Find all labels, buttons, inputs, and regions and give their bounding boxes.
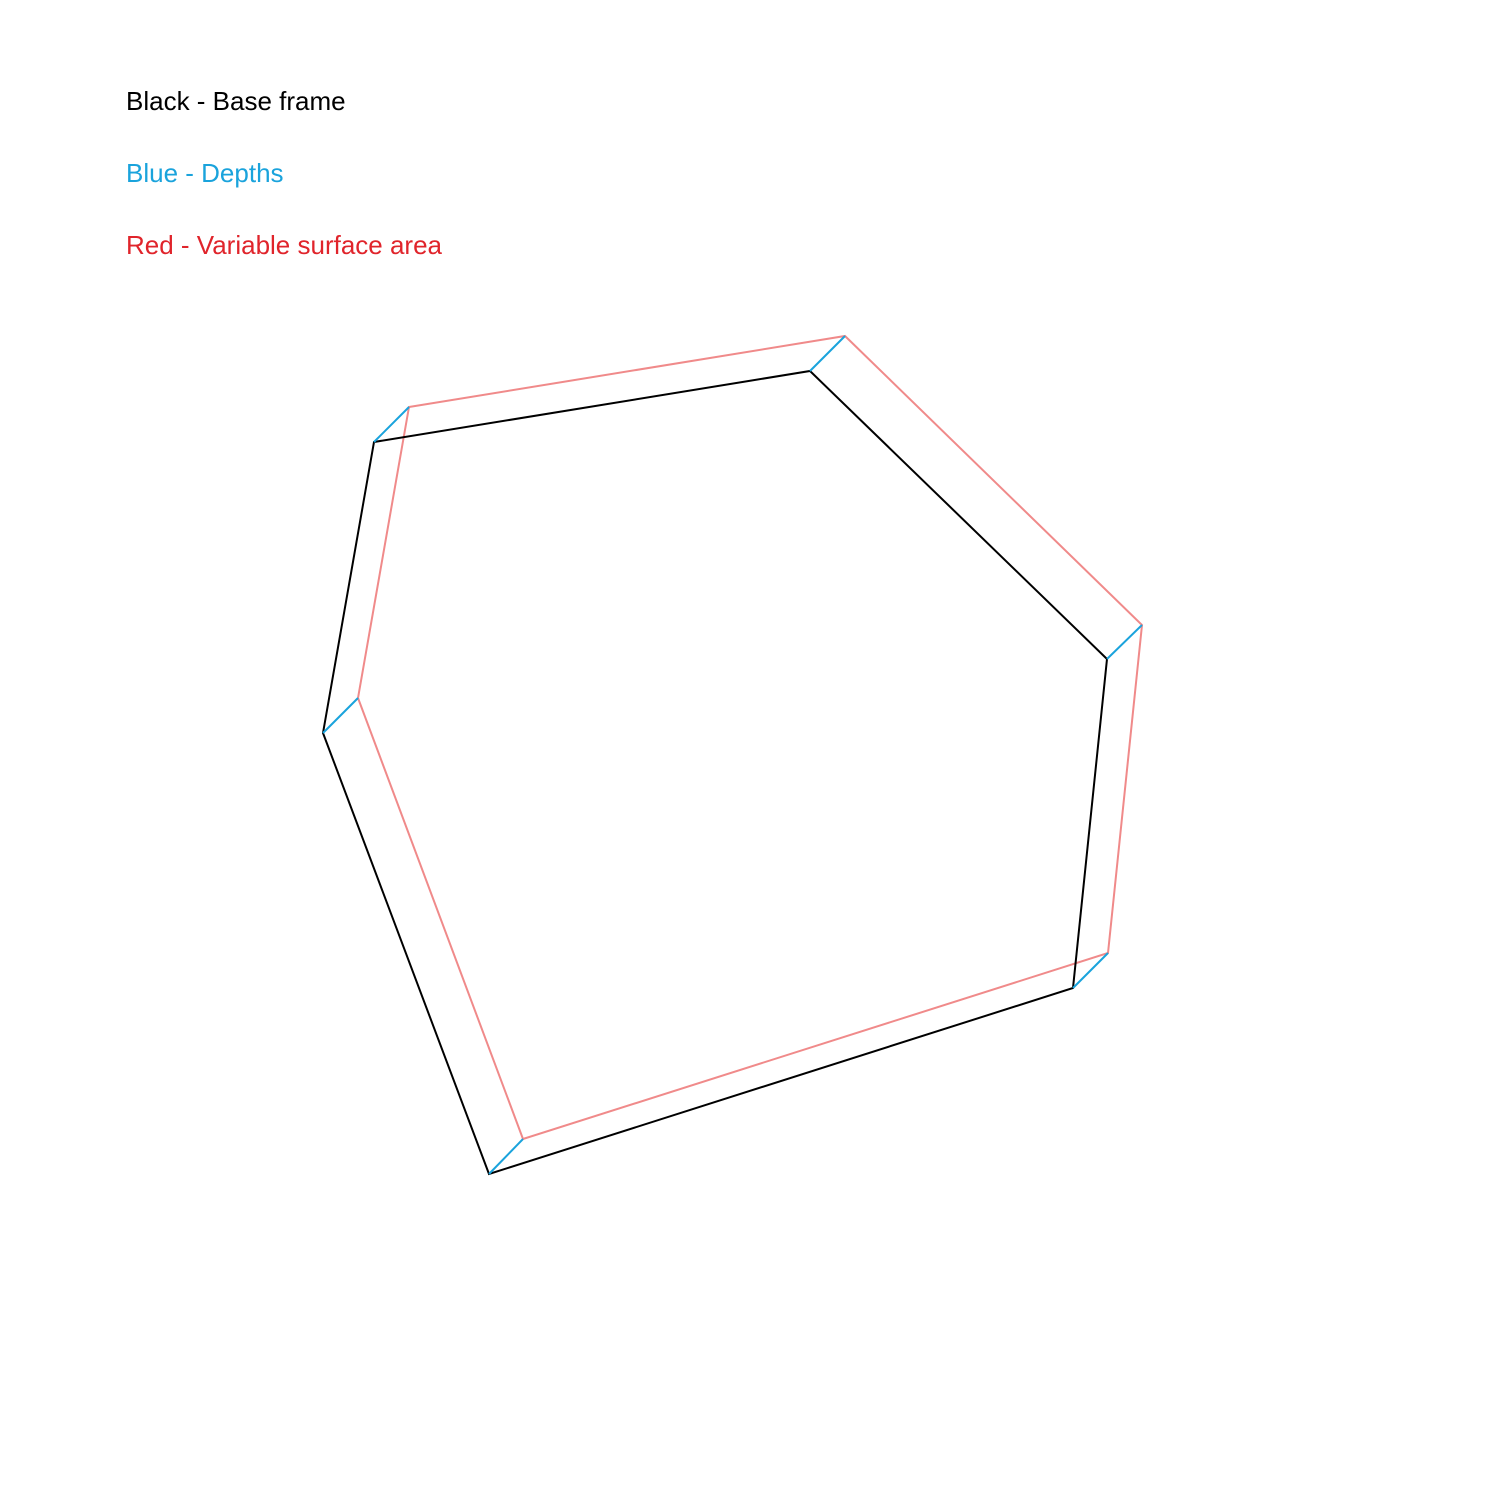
depth-line-top-left — [373, 406, 410, 443]
depth-line-right — [1106, 624, 1143, 660]
legend-depths: Blue - Depths — [126, 158, 284, 188]
depth-lines — [322, 335, 1143, 1175]
legend-base-frame: Black - Base frame — [126, 86, 346, 116]
legend: Black - Base frame Blue - Depths Red - V… — [126, 86, 442, 302]
depth-line-left — [322, 697, 359, 734]
legend-surface-area: Red - Variable surface area — [126, 230, 443, 260]
depth-line-bottom-left — [488, 1138, 524, 1175]
depth-line-bottom-right — [1072, 952, 1109, 989]
surface-area-outline — [356, 334, 1144, 1141]
base-frame-outline — [321, 369, 1109, 1176]
depth-line-top-right — [809, 335, 846, 372]
